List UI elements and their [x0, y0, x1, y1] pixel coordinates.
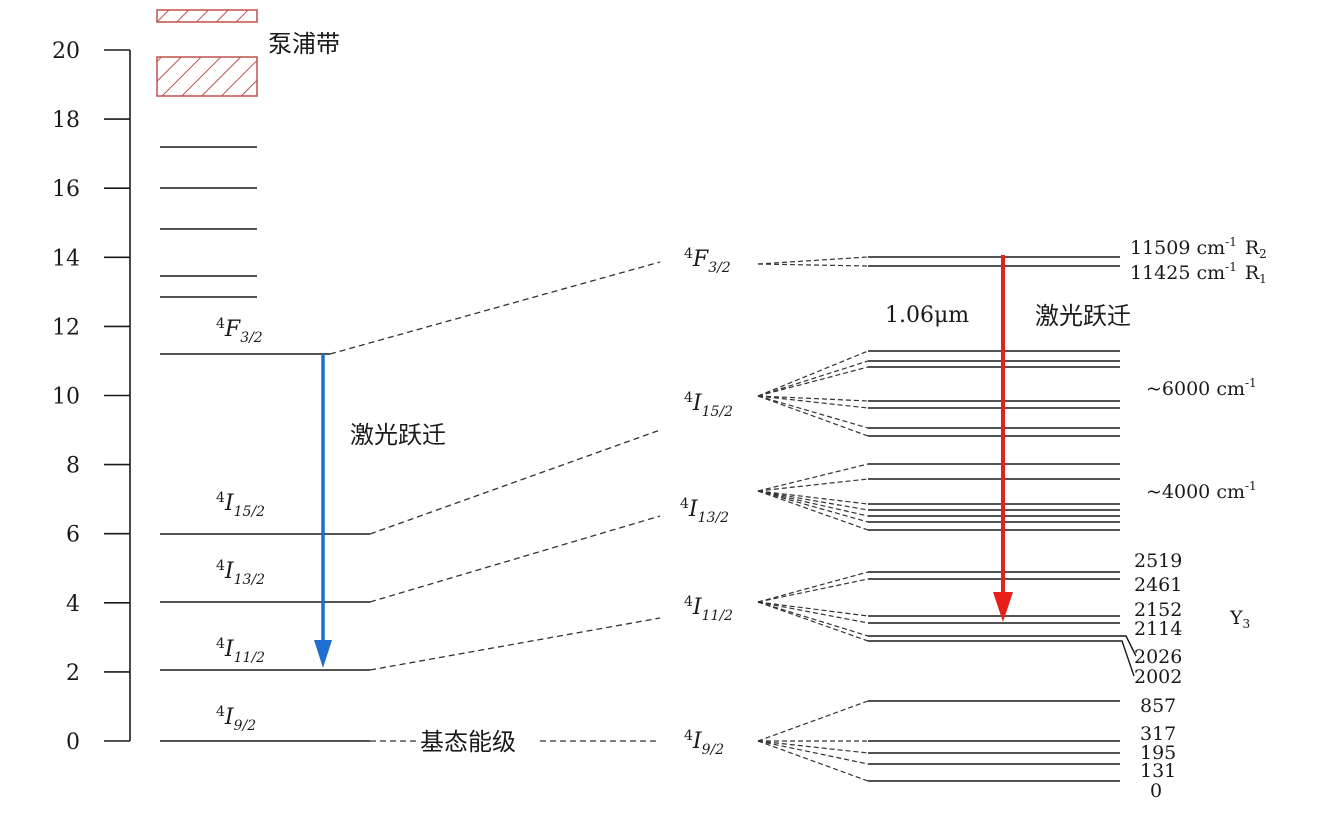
- term-left-I152: 4I15/2: [216, 490, 265, 520]
- axis-tick-label: 14: [52, 246, 80, 271]
- y3-label: Y3: [1229, 607, 1250, 631]
- level-2519-label: 2519: [1134, 550, 1182, 572]
- axis-tick-label: 4: [66, 592, 80, 617]
- axis-tick-label: 8: [66, 454, 80, 479]
- level-0-label: 0: [1150, 780, 1162, 802]
- term-mid-I152: 4I15/2: [684, 390, 733, 420]
- level-2461-label: 2461: [1134, 574, 1182, 596]
- term-mid-I112: 4I11/2: [684, 594, 733, 624]
- left-manifold-lines: [160, 353, 370, 742]
- axis-tick-label: 18: [52, 108, 80, 133]
- term-left-I112: 4I11/2: [216, 636, 265, 666]
- level-2026-label: 2026: [1134, 646, 1182, 668]
- pump-band: [156, 9, 258, 97]
- fan-lines: [757, 256, 869, 782]
- level-857-label: 857: [1140, 695, 1176, 717]
- pump-band-label: 泵浦带: [268, 30, 340, 58]
- level-317-label: 317: [1140, 723, 1176, 745]
- ground-level-label: 基态能级: [420, 728, 516, 756]
- axis-tick-label: 12: [52, 315, 80, 340]
- level-195-label: 195: [1140, 742, 1176, 764]
- level-131-label: 131: [1140, 760, 1176, 782]
- term-mid-F32: 4F3/2: [684, 246, 731, 276]
- connector-lines: [329, 261, 661, 742]
- term-mid-I132: 4I13/2: [680, 496, 729, 526]
- axis-tick-label: 0: [66, 730, 80, 755]
- approx-4000-label: ~4000 cm-1: [1146, 479, 1257, 503]
- laser-arrow-right: [993, 255, 1013, 622]
- stark-levels: [868, 256, 1120, 782]
- level-2002-label: 2002: [1134, 666, 1182, 688]
- laser-transition-label-right: 激光跃迁: [1035, 302, 1131, 330]
- axis-tick-label: 6: [66, 523, 80, 548]
- laser-transition-label-left: 激光跃迁: [350, 421, 446, 449]
- term-left-I92: 4I9/2: [216, 704, 256, 734]
- laser-arrow-left: [314, 354, 332, 668]
- axis-tick-label: 20: [52, 39, 80, 64]
- axis-tick-label: 16: [52, 177, 80, 202]
- level-2152-label: 2152: [1134, 599, 1182, 621]
- energy-axis: 0 2 4 6 8 10 12 14 16 18 20: [52, 39, 131, 755]
- approx-6000-label: ~6000 cm-1: [1146, 376, 1257, 400]
- leader-lines: [1114, 635, 1137, 677]
- wavelength-label: 1.06μm: [885, 303, 969, 328]
- upper-level-lines: [160, 146, 257, 298]
- axis-tick-label: 10: [52, 385, 80, 410]
- level-2114-label: 2114: [1134, 618, 1182, 640]
- axis-tick-label: 2: [66, 661, 80, 686]
- term-left-I132: 4I13/2: [216, 558, 265, 588]
- term-left-F32: 4F3/2: [216, 316, 263, 346]
- term-mid-I92: 4I9/2: [684, 728, 724, 758]
